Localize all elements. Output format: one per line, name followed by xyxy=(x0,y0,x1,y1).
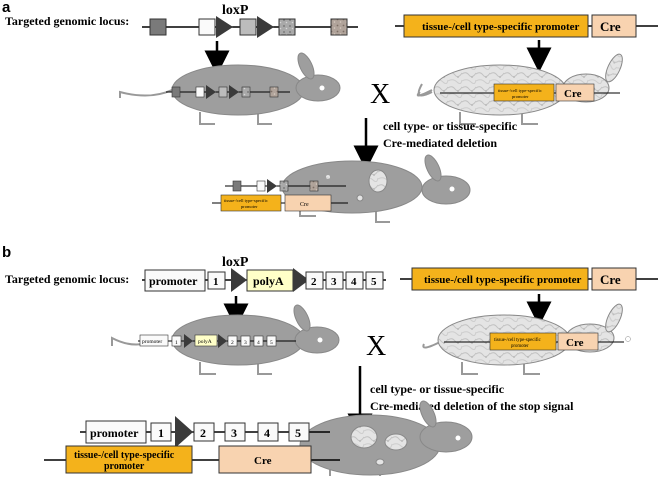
panel-a-exon-dark xyxy=(149,18,167,36)
panel-b-final-exon-2-label: 2 xyxy=(200,426,206,440)
panel-b-final-exon-1-label: 1 xyxy=(158,426,164,440)
panel-b-cross: X xyxy=(366,331,386,362)
panel-b-mini-exon-3: 3 xyxy=(244,340,247,346)
panel-b-final-promoter-text: promoter xyxy=(90,426,139,440)
panel-a-promoter-label: tissue-/cell type-specific promoter xyxy=(422,21,580,33)
panel-b-exon-1-label: 1 xyxy=(213,276,219,288)
panel-a-small-promoter-line2: promoter xyxy=(241,204,258,209)
panel-b-final-exon-3-label: 3 xyxy=(231,426,237,440)
panel-b-final-cre-box xyxy=(218,445,312,474)
panel-b-promoter-box xyxy=(144,269,206,292)
panel-b-final-promoter-cre-box xyxy=(65,445,193,474)
panel-a-locus-label: Targeted genomic locus: xyxy=(5,14,129,28)
panel-a-arrow-text-2: Cre-mediated deletion xyxy=(383,136,497,150)
panel-a-cre-label: Cre xyxy=(600,19,621,34)
panel-b-mini-promoter-line2: promoter xyxy=(511,344,529,349)
panel-b-loxp-1 xyxy=(231,268,247,292)
panel-b-letter: b xyxy=(2,244,11,261)
panel-b-promoter-label: tissue-/cell type-specific promoter xyxy=(424,274,582,286)
panel-b-promoter-box-cre xyxy=(411,267,589,291)
panel-a-cre-box xyxy=(591,14,637,38)
panel-b-final-exon-5-label: 5 xyxy=(295,426,301,440)
panel-a-letter: a xyxy=(2,0,11,16)
panel-b-locus-label: Targeted genomic locus: xyxy=(5,272,129,286)
panel-b-mouse-cre: tissue-/cell type-specific promoter Cre xyxy=(422,303,631,375)
panel-b-arrow-text-2: Cre-mediated deletion of the stop signal xyxy=(370,399,574,413)
panel-a-exon-light xyxy=(239,18,257,36)
panel-b-mini-polya: polyA xyxy=(198,339,212,345)
panel-b-final-exon-1 xyxy=(150,422,172,442)
panel-b-cre-label: Cre xyxy=(600,272,621,287)
panel-b-mouse-floxed: promoter 1 polyA 2 3 4 5 xyxy=(111,304,340,375)
panel-b-mini-promoter: promoter xyxy=(142,339,162,345)
panel-b-polya-label: polyA xyxy=(253,274,284,288)
panel-b-mini-cre: Cre xyxy=(566,337,584,349)
panel-b-exon-2 xyxy=(305,271,324,290)
panel-b-exon-4-label: 4 xyxy=(351,276,357,288)
panel-b-arrow-text-1: cell type- or tissue-specific xyxy=(370,382,505,396)
panel-a-mouse-cre: tissue-/cell type-specific promoter Cre xyxy=(416,53,623,125)
panel-a-mini-promoter-line2: promoter xyxy=(512,94,529,99)
panel-b-exon-3 xyxy=(325,271,344,290)
panel-b-exon-5 xyxy=(365,271,384,290)
panel-a-exon-grain xyxy=(278,18,296,36)
panel-b-final-loxp xyxy=(175,416,193,448)
panel-b-final-promoter-box xyxy=(85,420,147,444)
panel-b-final-exon-4 xyxy=(257,422,279,442)
panel-a-mini-cre: Cre xyxy=(564,88,582,100)
panel-b-mini-exon-1: 1 xyxy=(175,340,178,346)
panel-b-final-exon-2 xyxy=(193,422,215,442)
panel-b-final-promoter-line2: promoter xyxy=(104,461,145,472)
panel-b-mini-exon-4: 4 xyxy=(257,340,260,346)
panel-b-exon-5-label: 5 xyxy=(371,276,377,288)
panel-a-cross: X xyxy=(370,79,390,110)
panel-b-exon-4 xyxy=(345,271,364,290)
panel-b-mini-exon-5: 5 xyxy=(270,340,273,346)
panel-a-loxp-1 xyxy=(216,16,233,38)
panel-b-final-exon-5 xyxy=(288,422,310,442)
panel-a-small-cre: Cre xyxy=(300,202,309,208)
panel-b-final-promoter-line1: tissue-/cell type-specific xyxy=(74,450,175,461)
panel-b-promoter-text: promoter xyxy=(149,274,198,288)
panel-b-exon-2-label: 2 xyxy=(311,276,317,288)
panel-a-small-promoter-line1: tissue-/cell type-specific xyxy=(224,198,268,203)
panel-a-arrow-text-1: cell type- or tissue-specific xyxy=(383,119,518,133)
panel-b-final-cre-label: Cre xyxy=(254,455,272,467)
panel-b-loxp-2 xyxy=(293,268,309,292)
panel-a-mouse-progeny: tissue-/cell type-specific promoter Cre xyxy=(212,154,471,223)
panel-a-mouse-floxed xyxy=(119,52,341,125)
panel-b-mini-promoter-line1: tissue-/cell type-specific xyxy=(494,338,541,343)
panel-b-final-exon-4-label: 4 xyxy=(264,426,270,440)
panel-b-exon-1 xyxy=(207,271,226,290)
panel-a-loxp-2 xyxy=(257,16,274,38)
panel-b-final-exon-3 xyxy=(224,422,246,442)
panel-a-exon-speck xyxy=(330,18,348,36)
panel-b-exon-3-label: 3 xyxy=(331,276,337,288)
panel-b-loxp-label: loxP xyxy=(222,255,249,270)
panel-a-loxp-label: loxP xyxy=(222,3,249,18)
panel-a-mini-promoter-line1: tissue-/cell type-specific xyxy=(498,88,542,93)
panel-a-exon-white xyxy=(198,18,216,36)
panel-b-mini-exon-2: 2 xyxy=(231,340,234,346)
panel-a-promoter-box xyxy=(403,14,589,38)
panel-b-cre-box xyxy=(591,267,637,291)
